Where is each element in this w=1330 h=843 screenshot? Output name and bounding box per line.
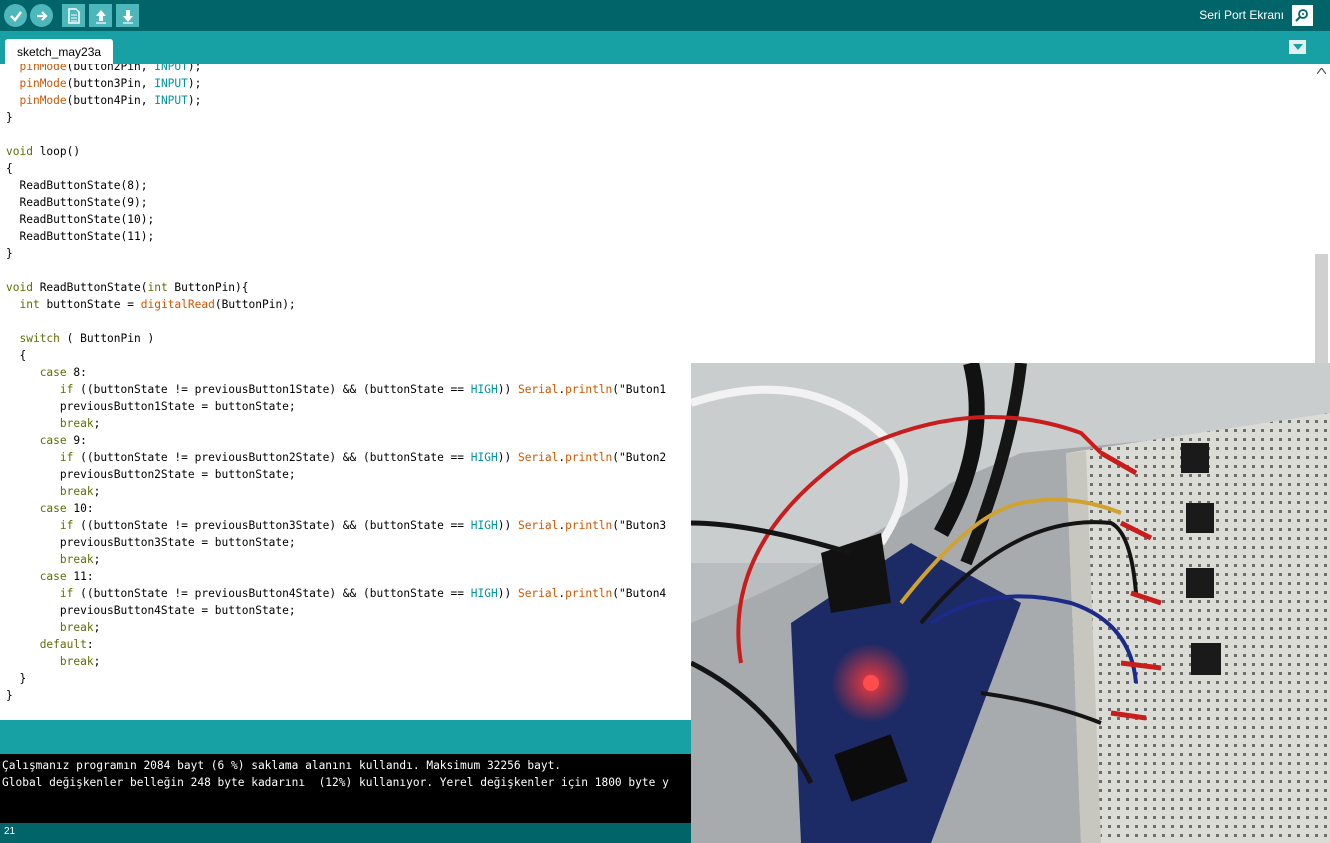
tab-bar: sketch_may23a [0,31,1330,64]
code-line[interactable]: break; [59,621,101,634]
code-line[interactable]: } [6,111,13,124]
console-line: Global değişkenler belleğin 248 byte kad… [2,776,669,789]
code-line[interactable]: if ((buttonState != previousButton2State… [59,451,667,464]
code-line[interactable]: previousButton3State = buttonState; [6,536,296,549]
code-line[interactable]: case 11: [39,570,94,583]
code-line[interactable]: case 9: [39,434,87,447]
code-line[interactable]: break; [59,655,101,668]
scroll-thumb[interactable] [1315,254,1328,364]
console-line: Çalışmanız programın 2084 bayt (6 %) sak… [2,759,562,772]
code-line[interactable]: ReadButtonState(8); [6,179,148,192]
arrow-up-icon [95,9,106,24]
code-line[interactable]: default: [39,638,94,651]
code-line[interactable]: ReadButtonState(9); [6,196,148,209]
arduino-breadboard-illustration [691,363,1330,843]
code-line[interactable]: case 8: [39,366,87,379]
code-line[interactable]: ReadButtonState(10); [6,213,155,226]
save-button[interactable] [116,4,139,27]
code-line[interactable]: if ((buttonState != previousButton1State… [59,383,667,396]
arrow-right-icon [36,10,48,21]
arrow-down-icon [122,9,133,24]
code-line[interactable]: { [6,349,27,362]
verify-button[interactable] [4,4,27,27]
code-line[interactable]: } [6,672,27,685]
upload-button[interactable] [30,4,53,27]
code-line[interactable]: void ReadButtonState(int ButtonPin){ [6,281,249,294]
code-line[interactable]: break; [59,485,101,498]
code-line[interactable]: switch ( ButtonPin ) [19,332,155,345]
code-line[interactable]: pinMode(button2Pin, INPUT); [19,64,202,73]
scroll-up-icon[interactable] [1317,68,1326,74]
code-line[interactable]: previousButton2State = buttonState; [6,468,296,481]
code-line[interactable]: int buttonState = digitalRead(ButtonPin)… [19,298,296,311]
overlay-photo [691,363,1330,843]
code-line[interactable]: { [6,162,13,175]
triangle-down-icon [1292,44,1303,50]
new-button[interactable] [62,4,85,27]
code-line[interactable]: void loop() [6,145,81,158]
new-file-icon [67,7,80,24]
magnifier-icon [1295,9,1308,22]
code-line[interactable]: } [6,247,13,260]
code-line[interactable]: break; [59,553,101,566]
code-line[interactable]: case 10: [39,502,94,515]
code-line[interactable]: } [6,689,13,702]
code-line[interactable]: previousButton4State = buttonState; [6,604,296,617]
code-line[interactable]: pinMode(button4Pin, INPUT); [19,94,202,107]
line-number: 21 [4,826,16,837]
serial-monitor-label[interactable]: Seri Port Ekranı [1199,8,1284,22]
toolbar: Seri Port Ekranı [0,0,1330,31]
code-line[interactable]: if ((buttonState != previousButton3State… [59,519,667,532]
code-line[interactable]: pinMode(button3Pin, INPUT); [19,77,202,90]
code-line[interactable]: ReadButtonState(11); [6,230,155,243]
code-line[interactable]: break; [59,417,101,430]
tab-label: sketch_may23a [17,44,102,59]
code-line[interactable]: previousButton1State = buttonState; [6,400,296,413]
tab-sketch[interactable]: sketch_may23a [5,39,114,64]
tab-menu-button[interactable] [1289,40,1306,54]
serial-monitor-button[interactable] [1292,5,1313,26]
open-button[interactable] [89,4,112,27]
check-icon [9,10,22,22]
code-line[interactable]: if ((buttonState != previousButton4State… [59,587,667,600]
